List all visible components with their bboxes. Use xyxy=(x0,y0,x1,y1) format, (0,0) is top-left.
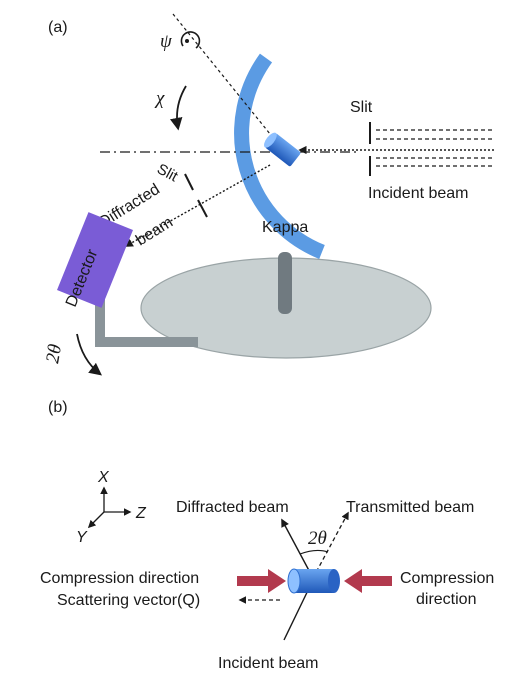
transmitted-beam-label-b: Transmitted beam xyxy=(346,499,474,516)
psi-axis-dot xyxy=(185,39,189,43)
beam-label-a: beam xyxy=(133,214,176,250)
slit-right-label: Slit xyxy=(350,99,373,116)
kappa-arc xyxy=(234,53,325,259)
slit-left-label: Slit xyxy=(154,161,181,186)
scattering-vector-label: Scattering vector(Q) xyxy=(57,592,200,609)
two-theta-label-b: 2θ xyxy=(308,528,327,549)
transmitted-ray-b xyxy=(312,511,349,579)
chi-symbol: χ xyxy=(154,88,165,109)
compression-arrow-right xyxy=(344,569,392,593)
compression-right-label-2: direction xyxy=(416,591,476,608)
detector-arm xyxy=(95,296,198,347)
axis-y-line xyxy=(87,511,105,529)
psi-axis xyxy=(172,13,284,151)
compression-left-label: Compression direction xyxy=(40,570,199,587)
diffracted-ray-b xyxy=(281,518,314,579)
two-theta-arc-b xyxy=(299,549,329,555)
axis-z-label: Z xyxy=(135,505,147,522)
diffracted-ray-a xyxy=(124,164,271,247)
slit-left-upper xyxy=(184,173,194,191)
compression-right-label-1: Compression xyxy=(400,570,494,587)
two-theta-arrow-a xyxy=(76,333,102,376)
slit-left-lower xyxy=(197,199,208,218)
two-theta-label-a: 2θ xyxy=(42,343,66,365)
sample-cylinder-a xyxy=(264,132,301,167)
diffracted-beam-label-b: Diffracted beam xyxy=(176,499,289,516)
sample-cylinder-b xyxy=(287,568,340,594)
kappa-label: Kappa xyxy=(262,219,308,236)
kappa-post xyxy=(278,252,292,314)
psi-symbol: ψ xyxy=(160,31,173,52)
chi-rotation-arrow xyxy=(170,85,187,131)
detector xyxy=(57,212,133,308)
axis-y-label: Y xyxy=(76,529,88,546)
compression-arrow-left xyxy=(237,569,286,593)
incident-beam-label-a: Incident beam xyxy=(368,185,469,202)
incident-beam-label-b: Incident beam xyxy=(218,655,319,672)
psi-rotation-icon xyxy=(180,31,201,49)
axis-x-label: X xyxy=(97,469,110,486)
panel-b-label: (b) xyxy=(48,399,68,416)
panel-a-label: (a) xyxy=(48,19,68,36)
